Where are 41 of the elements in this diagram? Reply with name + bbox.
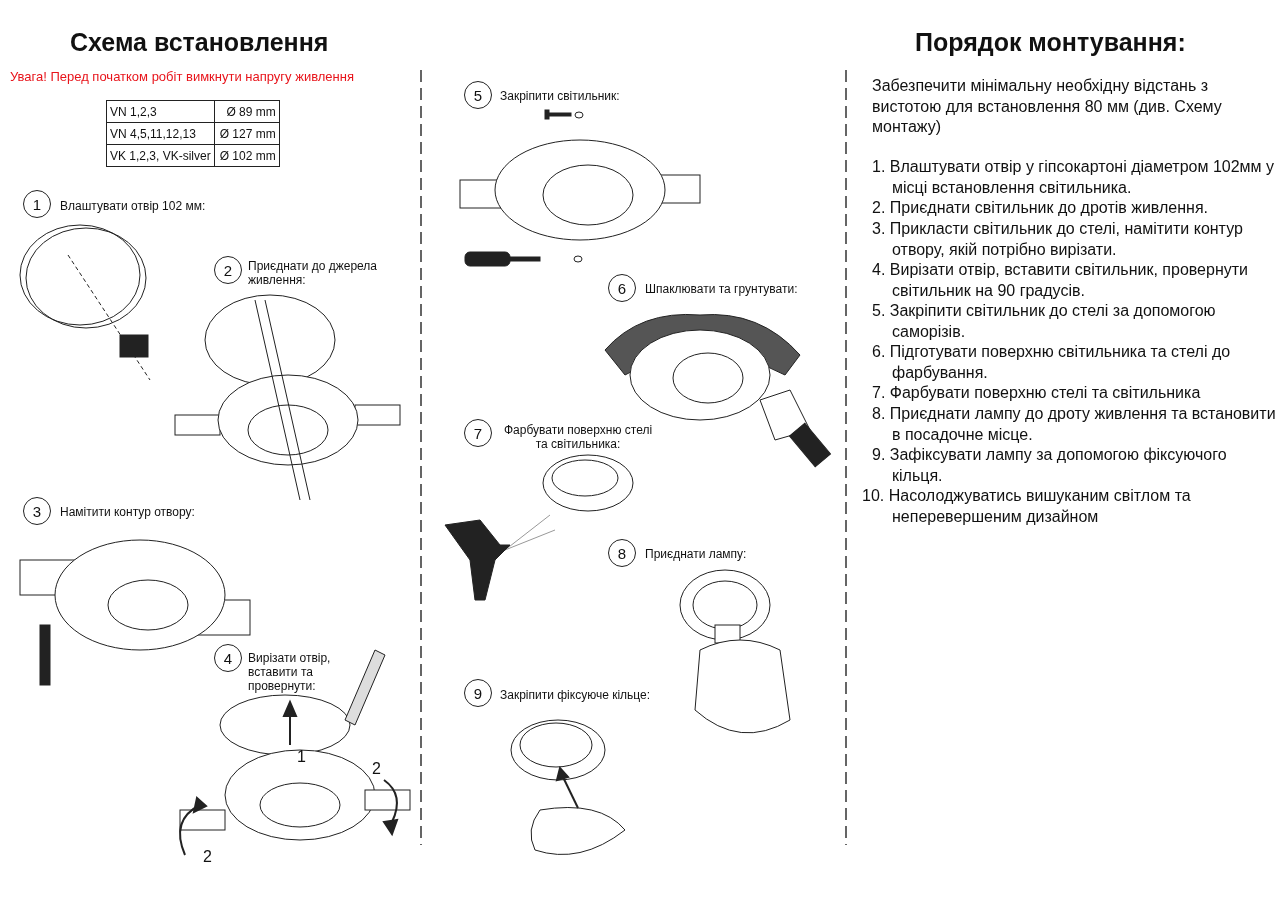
step-number: 1 (23, 190, 51, 218)
warning-text: Увага! Перед початком робіт вимкнути напругу живлення (10, 69, 354, 84)
step-number: 4 (214, 644, 242, 672)
list-item: 5. Закріпити світильник до стелі за допомогою саморізів. (872, 301, 1217, 342)
step-instruction: Закріпити світильник: (500, 89, 621, 103)
step-number: 9 (464, 679, 492, 707)
list-item: 1. Влаштувати отвір у гіпсокартоні діаметром 102мм у місці встановлення світильника. (872, 157, 1275, 198)
table-cell: VN 4,5,11,12,13 (106, 122, 215, 145)
heading: Порядок монтування: (915, 28, 1186, 57)
list-item: 2. Приєднати світильник до дротів живлення. (872, 198, 1209, 218)
step-instruction: Закріпити фіксуюче кільце: (500, 688, 652, 702)
table-cell: VN 1,2,3 (106, 100, 215, 123)
step-instruction: Влаштувати отвір 102 мм: (60, 199, 207, 213)
table-cell: VK 1,2,3, VK-silver (106, 144, 215, 167)
step-number: 8 (608, 539, 636, 567)
step-number: 5 (464, 81, 492, 109)
step-number: 3 (23, 497, 51, 525)
step-instruction: Фарбувати поверхню стелі та світильника: (502, 423, 654, 451)
list-item: 10. Насолоджуватись вишуканим світлом та неперевершеним дизайном (862, 486, 1192, 527)
list-item: 6. Підготувати поверхню світильника та стелі до фарбування. (872, 342, 1232, 383)
step-instruction: Шпаклювати та грунтувати: (645, 282, 799, 296)
table-cell: Ø 127 mm (214, 122, 280, 145)
heading: Схема встановлення (70, 28, 329, 57)
rotation-number: 1 (297, 748, 306, 766)
step-number: 2 (214, 256, 242, 284)
step-instruction: Приєднати лампу: (645, 547, 748, 561)
intro-paragraph: Забезпечити мінімальну необхідну відстань з вистотою для встановлення 80 мм (див. Схему монтажу) (872, 76, 1223, 137)
step-instruction: Вирізати отвір, вставити та провернути: (248, 651, 332, 693)
list-item: 8. Приєднати лампу до дроту живлення та встановити в посадочне місце. (872, 404, 1277, 445)
list-item: 4. Вирізати отвір, вставити світильник, провернути світильник на 90 градусів. (872, 260, 1249, 301)
step-number: 7 (464, 419, 492, 447)
step-instruction: Приєднати до джерела живлення: (248, 259, 379, 287)
list-item: 3. Прикласти світильник до стелі, намітити контур отвору, якій потрібно вирізати. (872, 219, 1244, 260)
rotation-number: 2 (203, 848, 212, 866)
step-instruction: Намітити контур отвору: (60, 505, 196, 519)
step-number: 6 (608, 274, 636, 302)
rotation-number: 2 (372, 760, 381, 778)
table-cell: Ø 89 mm (214, 100, 280, 123)
list-item: 7. Фарбувати поверхню стелі та світильника (872, 383, 1202, 403)
list-item: 9. Зафіксувати лампу за допомогою фіксуючого кільця. (872, 445, 1228, 486)
table-cell: Ø 102 mm (214, 144, 280, 167)
